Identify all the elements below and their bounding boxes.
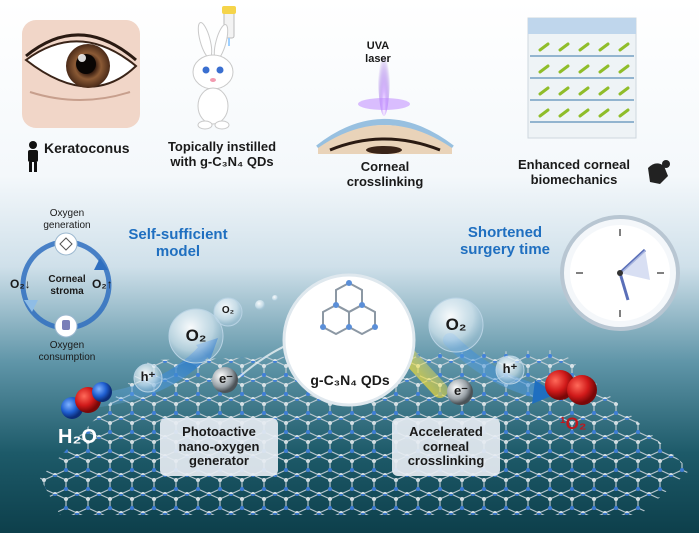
generator-box: Photoactive nano-oxygen generator [160,418,278,476]
o2-bubble-large-right: O₂ [445,315,467,334]
shortened-time-heading: Shortened surgery time [459,224,551,259]
o2-bubble-large-left: O₂ [185,326,207,345]
collagen-fiber-icon [527,17,637,139]
oxygen-bubbles [133,295,525,405]
electron-label-right: e⁻ [453,383,469,398]
water-molecule [61,382,112,419]
singlet-oxygen-molecule [545,370,597,405]
uva-laser-cornea-icon [316,28,454,154]
clock-icon [560,215,680,331]
accelerated-box: Accelerated corneal crosslinking [392,418,500,476]
rabbit-dropper-icon [192,6,236,130]
oxygen-generation-label: Oxygen generation [43,208,91,231]
instilled-label: Topically instilled with g-C₃N₄ QDs [167,139,277,169]
h2o-label: H₂O [58,426,97,448]
biomechanics-label: Enhanced corneal biomechanics [518,157,630,187]
self-sufficient-heading: Self-sufficient model [128,226,228,261]
singlet-oxygen-label: ¹O₂ [560,414,587,433]
o2-up-label: O₂↑ [92,277,113,291]
qd-label: g-C₃N₄ QDs [310,372,390,388]
quantum-dot-sphere [282,273,416,407]
oxygen-cycle-diagram [20,232,112,338]
hole-label-left: h⁺ [140,369,156,384]
person-icon [28,141,38,172]
crosslinking-label: Corneal crosslinking [346,159,424,189]
electron-label-left: e⁻ [218,371,234,386]
keratoconus-label: Keratoconus [44,140,130,156]
corneal-stroma-label: Corneal stroma [48,274,86,297]
eye-image [22,20,140,128]
strength-arm-icon [648,160,670,184]
o2-bubble-small: O₂ [221,305,235,316]
o2-down-label: O₂↓ [10,277,31,291]
uva-laser-label: UVA laser [365,40,391,65]
oxygen-consumption-label: Oxygen consumption [38,340,96,363]
hole-label-right: h⁺ [502,361,518,376]
